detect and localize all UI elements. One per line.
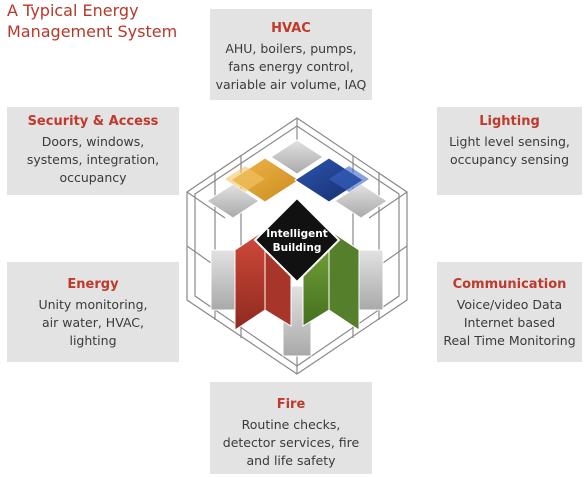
communication-line-3: Real Time Monitoring: [443, 333, 576, 348]
hvac-label: HVAC: [271, 21, 311, 36]
cube-blue-block: [294, 157, 369, 203]
hvac-line-1: AHU, boilers, pumps,: [225, 41, 357, 56]
security-line-2: systems, integration,: [26, 152, 160, 167]
communication-line-1: Voice/video Data: [456, 297, 563, 312]
center-label-line-2: Building: [273, 242, 322, 254]
fire-line-3: and life safety: [246, 453, 336, 468]
security-line-3: occupancy: [59, 170, 127, 185]
lighting-block: Lighting Light level sensing, occupancy …: [437, 107, 582, 195]
fire-block: Fire Routine checks, detector services, …: [210, 382, 372, 474]
security-line-1: Doors, windows,: [41, 134, 145, 149]
lighting-label: Lighting: [479, 114, 540, 129]
hvac-line-3: variable air volume, IAQ: [215, 77, 367, 92]
cube-orange-block: [225, 157, 300, 203]
communication-line-2: Internet based: [463, 315, 556, 330]
diagram-title: A Typical Energy Management System: [7, 0, 207, 42]
energy-line-3: lighting: [69, 333, 117, 348]
communication-label: Communication: [452, 277, 567, 292]
title-line-1: A Typical Energy: [7, 1, 139, 20]
title-line-2: Management System: [7, 22, 178, 41]
energy-block: Energy Unity monitoring, air water, HVAC…: [7, 262, 179, 362]
center-diamond: Intelligent Building: [253, 196, 341, 284]
communication-block: Communication Voice/video Data Internet …: [437, 262, 582, 362]
center-label-line-1: Intelligent: [266, 228, 327, 240]
fire-line-2: detector services, fire: [222, 435, 360, 450]
hvac-block: HVAC AHU, boilers, pumps, fans energy co…: [210, 9, 372, 100]
fire-label: Fire: [276, 397, 306, 412]
security-access-block: Security & Access Doors, windows, system…: [7, 107, 179, 195]
energy-label: Energy: [67, 277, 119, 292]
fire-line-1: Routine checks,: [241, 417, 341, 432]
intelligent-building-cube: Intelligent Building: [186, 117, 408, 375]
energy-line-2: air water, HVAC,: [42, 315, 144, 330]
energy-line-1: Unity monitoring,: [38, 297, 148, 312]
security-label: Security & Access: [27, 114, 159, 129]
lighting-line-1: Light level sensing,: [449, 134, 570, 149]
hvac-line-2: fans energy control,: [228, 59, 354, 74]
lighting-line-2: occupancy sensing: [449, 152, 570, 167]
